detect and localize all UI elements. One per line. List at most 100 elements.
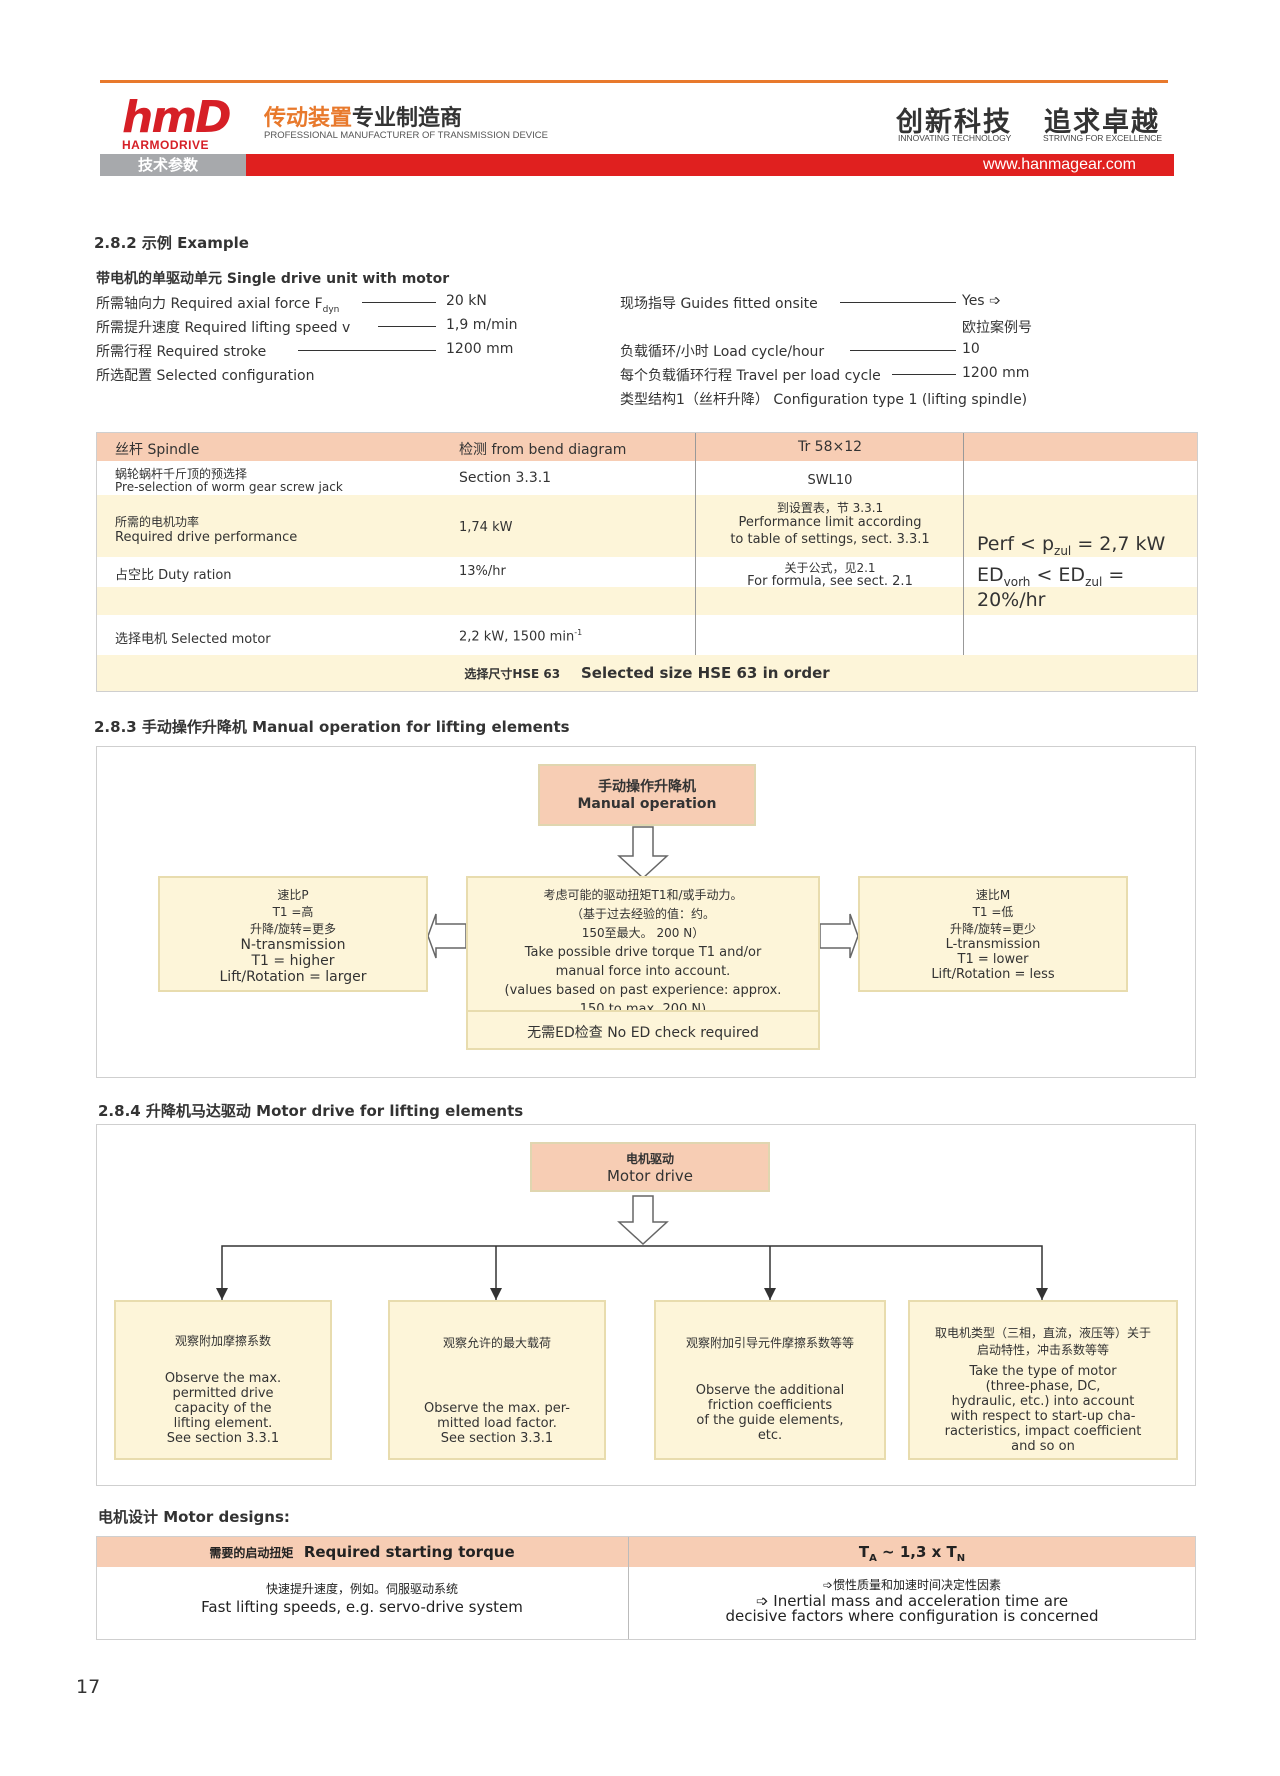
spec-config-type: 类型结构1（丝杆升降） Configuration type 1 (liftin… [620,392,1028,408]
slogan-striving: 追求卓越 [1044,107,1160,138]
arrowhead-icon [216,1288,228,1300]
down-arrow-icon [617,1195,669,1246]
cell-perf-limit-en1: Performance limit according [738,515,922,530]
manual-operation-cn: 手动操作升降机 [598,779,696,795]
logo-mark: hmD [122,92,232,143]
cell-spindle: 丝杆 Spindle [115,442,200,458]
box-line: 观察附加摩擦系数 [174,1334,271,1348]
tagline-cn: 传动装置专业制造商 [264,100,462,132]
header-top-rule [100,80,1168,83]
box-line: 观察附加引导元件摩擦系数等等 [685,1336,854,1350]
spec-euler-case: 欧拉案例号 [962,320,1032,336]
column-divider [628,1537,629,1639]
cell-drive-perf-cn: 所需的电机功率 [115,515,200,529]
box-line: of the guide elements, [696,1413,844,1428]
motor-drive-diagram [96,1124,1196,1486]
spec-stroke-value: 1200 mm [446,341,514,357]
page-number: 17 [76,1676,101,1698]
spec-travel-value: 1200 mm [962,365,1030,381]
cell-motor-value: 2,2 kW, 1500 min-1 [459,628,583,645]
spec-load-cycle-value: 10 [962,341,980,357]
right-arrow-icon [819,913,859,959]
box-line: T1 = higher [251,953,335,969]
box-line: mitted load factor. [437,1416,557,1431]
section-283-title: 2.8.3 手动操作升降机 Manual operation for lifti… [94,718,570,736]
leader-line [362,302,436,303]
cell-tr: Tr 58×12 [797,439,863,455]
leader-line [892,374,956,375]
cell-selected-motor: 选择电机 Selected motor [115,632,271,647]
box-line: capacity of the [174,1401,272,1416]
box-line: friction coefficients [707,1398,833,1413]
cell-formula-cn: 关于公式，见2.1 [784,561,876,575]
cell-174kw: 1,74 kW [459,520,513,535]
motor-type-box: 取电机类型（三相，直流，液压等）关于启动特性，冲击系数等等 Take the t… [908,1300,1178,1460]
spec-lifting-speed-value: 1,9 m/min [446,317,518,333]
box-line: N-transmission [240,937,346,953]
box-line: 速比M [975,888,1011,902]
manual-operation-box: 手动操作升降机 Manual operation [538,764,756,826]
box-line: 升降/旋转=更少 [949,922,1037,936]
arrowhead-icon [1036,1288,1048,1300]
n-transmission-box: 速比P T1 =高 升降/旋转=更多 N-transmission T1 = h… [158,876,428,992]
column-divider [695,433,696,655]
leader-line [298,350,436,351]
box-line: Observe the max. per- [424,1401,570,1416]
cell-perf-formula: Perf < pzul = 2,7 kW [977,533,1166,558]
max-load-box: 观察允许的最大载荷 Observe the max. per- mitted l… [388,1300,606,1460]
spec-guides-value: Yes ➩ [962,293,1001,309]
spec-lifting-speed-label: 所需提升速度 Required lifting speed v [96,320,351,336]
box-line: L-transmission [945,937,1041,952]
box-line: Take the type of motor [969,1364,1117,1379]
box-line: Lift/Rotation = less [931,967,1055,982]
box-line: Observe the additional [695,1383,845,1398]
table-row [97,587,1197,615]
box-line: racteristics, impact coefficient [944,1424,1142,1439]
table-row [97,433,1197,461]
example-table: 丝杆 Spindle 检测 from bend diagram Tr 58×12… [96,432,1198,692]
cell-section-331: Section 3.3.1 [459,470,552,486]
cell-swl10: SWL10 [807,473,853,488]
spec-axial-force-label: 所需轴向力 Required axial force Fdyn [96,296,340,315]
box-line: T1 = lower [957,952,1029,967]
motor-drive-box: 电机驱动 Motor drive [530,1142,770,1192]
box-line: 150至最大。 200 N） [581,926,705,940]
box-line: with respect to start-up cha- [950,1409,1136,1424]
section-282-title: 2.8.2 示例 Example [94,234,249,252]
spec-configuration-label: 所选配置 Selected configuration [96,368,315,384]
branch-line [221,1245,1043,1306]
cell-13pct: 13%/hr [459,564,506,579]
box-line: (values based on past experience: approx… [504,983,782,998]
motor-drive-cn: 电机驱动 [625,1152,674,1166]
box-line: 观察允许的最大载荷 [442,1336,551,1350]
box-line: and so on [1011,1439,1075,1454]
drive-torque-box: 考虑可能的驱动扭矩T1和/或手动力。 （基于过去经验的值：约。 150至最大。 … [466,876,820,1017]
left-arrow-icon [427,913,467,959]
column-divider [963,433,964,655]
website-link[interactable]: www.hanmagear.com [246,154,1174,176]
friction-box: 观察附加摩擦系数 Observe the max. permitted driv… [114,1300,332,1460]
motor-designs-header [97,1537,1195,1567]
box-line: Lift/Rotation = larger [219,969,367,985]
box-line: lifting element. [173,1416,273,1431]
cell-bend-diagram: 检测 from bend diagram [459,442,627,458]
spec-stroke-label: 所需行程 Required stroke [96,344,267,360]
box-line: etc. [757,1428,783,1443]
box-line: See section 3.3.1 [440,1431,554,1446]
manual-operation-diagram [96,746,1196,1078]
fast-lifting-en: Fast lifting speeds, e.g. servo-drive sy… [201,1598,523,1616]
slogan-innovating-en: INNOVATING TECHNOLOGY [898,133,1012,143]
slogan-striving-en: STRIVING FOR EXCELLENCE [1043,133,1163,143]
box-line: T1 =低 [972,905,1014,919]
guide-friction-box: 观察附加引导元件摩擦系数等等 Observe the additional fr… [654,1300,886,1460]
motor-drive-en: Motor drive [606,1167,694,1185]
table-row [97,495,1197,557]
tagline-cn-orange: 传动装置 [264,106,353,131]
spec-load-cycle-label: 负载循环/小时 Load cycle/hour [620,344,825,360]
box-line: (three-phase, DC, [985,1379,1101,1394]
table-footer: 选择尺寸HSE 63 Selected size HSE 63 in order [464,664,830,682]
section-tab: 技术参数 [100,154,246,176]
box-line: manual force into account. [555,964,731,979]
l-transmission-box: 速比M T1 =低 升降/旋转=更少 L-transmission T1 = l… [858,876,1128,992]
